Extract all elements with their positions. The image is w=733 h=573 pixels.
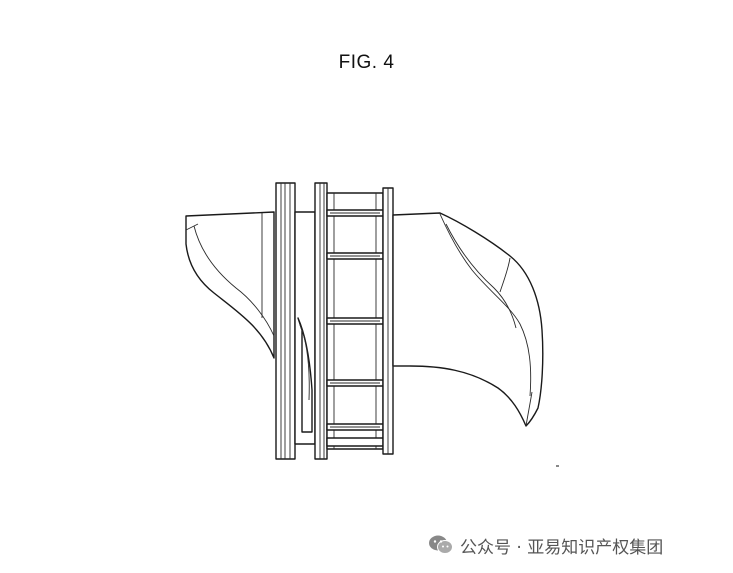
left-flange: [275, 182, 296, 460]
rib: [326, 379, 384, 387]
rib: [326, 252, 384, 260]
cage-rim: [382, 187, 394, 455]
wechat-icon: [429, 535, 453, 554]
watermark: 公众号 · 亚易知识产权集团: [428, 532, 663, 558]
rib: [326, 209, 384, 217]
figure-label: FIG. 4: [338, 52, 395, 73]
stray-mark: [556, 465, 559, 467]
rib-cage: [326, 192, 384, 450]
right-deflector: [392, 212, 544, 427]
right-flange: [314, 182, 328, 460]
rib: [326, 317, 384, 325]
left-deflector: [185, 211, 275, 359]
watermark-text: 公众号 · 亚易知识产权集团: [460, 537, 664, 558]
rib: [326, 423, 384, 431]
hub-body: [294, 211, 316, 445]
